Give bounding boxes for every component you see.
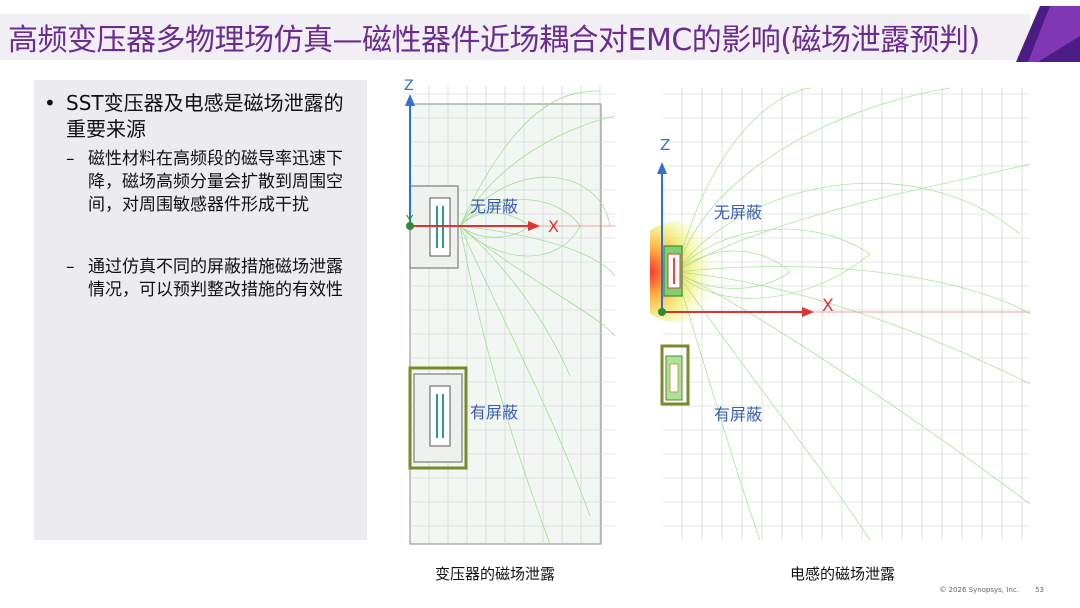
inductor-grid	[662, 88, 1030, 540]
inductor-caption: 电感的磁场泄露	[790, 565, 896, 583]
transformer-axis-x: X	[548, 217, 559, 236]
main-bullet-text: SST变压器及电感是磁场泄露的重要来源	[66, 91, 344, 141]
inductor-field-lines	[675, 87, 1031, 541]
inductor-unshielded	[663, 245, 683, 297]
transformer-label-unshielded: 无屏蔽	[470, 197, 518, 216]
transformer-axes	[405, 94, 540, 231]
transformer-axis-z: Z	[404, 78, 414, 94]
inductor-label-shielded: 有屏蔽	[714, 405, 762, 424]
inductor-shielded	[660, 344, 690, 406]
page-number: 53	[1035, 586, 1044, 594]
title-bar: 高频变压器多物理场仿真—磁性器件近场耦合对EMC的影响(磁场泄露预判)	[0, 0, 1080, 68]
inductor-label-unshielded: 无屏蔽	[714, 203, 762, 222]
transformer-caption: 变压器的磁场泄露	[435, 565, 556, 583]
inductor-axis-x: X	[822, 296, 834, 316]
title-band	[0, 14, 1030, 60]
sub-bullet-1: – 磁性材料在高频段的磁导率迅速下降，磁场高频分量会扩散到周围空间，对周围敏感器…	[66, 148, 356, 217]
transformer-label-shielded: 有屏蔽	[470, 403, 518, 422]
footer: © 2026 Synopsys, Inc. 53	[925, 586, 1044, 594]
corner-decoration	[1016, 6, 1080, 62]
transformer-field-figure: Z X Y 无屏蔽 有屏蔽	[404, 78, 616, 545]
sub-bullet-1-text: 磁性材料在高频段的磁导率迅速下降，磁场高频分量会扩散到周围空间，对周围敏感器件形…	[88, 149, 343, 215]
sub-bullet-2: – 通过仿真不同的屏蔽措施磁场泄露情况，可以预判整改措施的有效性	[66, 256, 356, 302]
inductor-axes	[657, 162, 814, 317]
inductor-axis-z: Z	[660, 136, 670, 154]
inductor-field-figure: Z X 无屏蔽 有屏蔽	[650, 87, 1031, 541]
slide-title: 高频变压器多物理场仿真—磁性器件近场耦合对EMC的影响(磁场泄露预判)	[8, 23, 980, 58]
copyright: © 2026 Synopsys, Inc.	[939, 586, 1019, 594]
transformer-axis-y: Y	[405, 213, 414, 227]
transformer-field-lines	[459, 90, 616, 545]
text-panel: • SST变压器及电感是磁场泄露的重要来源 – 磁性材料在高频段的磁导率迅速下降…	[34, 80, 367, 540]
transformer-shielded	[408, 366, 468, 470]
main-bullet: • SST变压器及电感是磁场泄露的重要来源	[44, 90, 362, 142]
sub-bullet-2-text: 通过仿真不同的屏蔽措施磁场泄露情况，可以预判整改措施的有效性	[88, 257, 343, 300]
